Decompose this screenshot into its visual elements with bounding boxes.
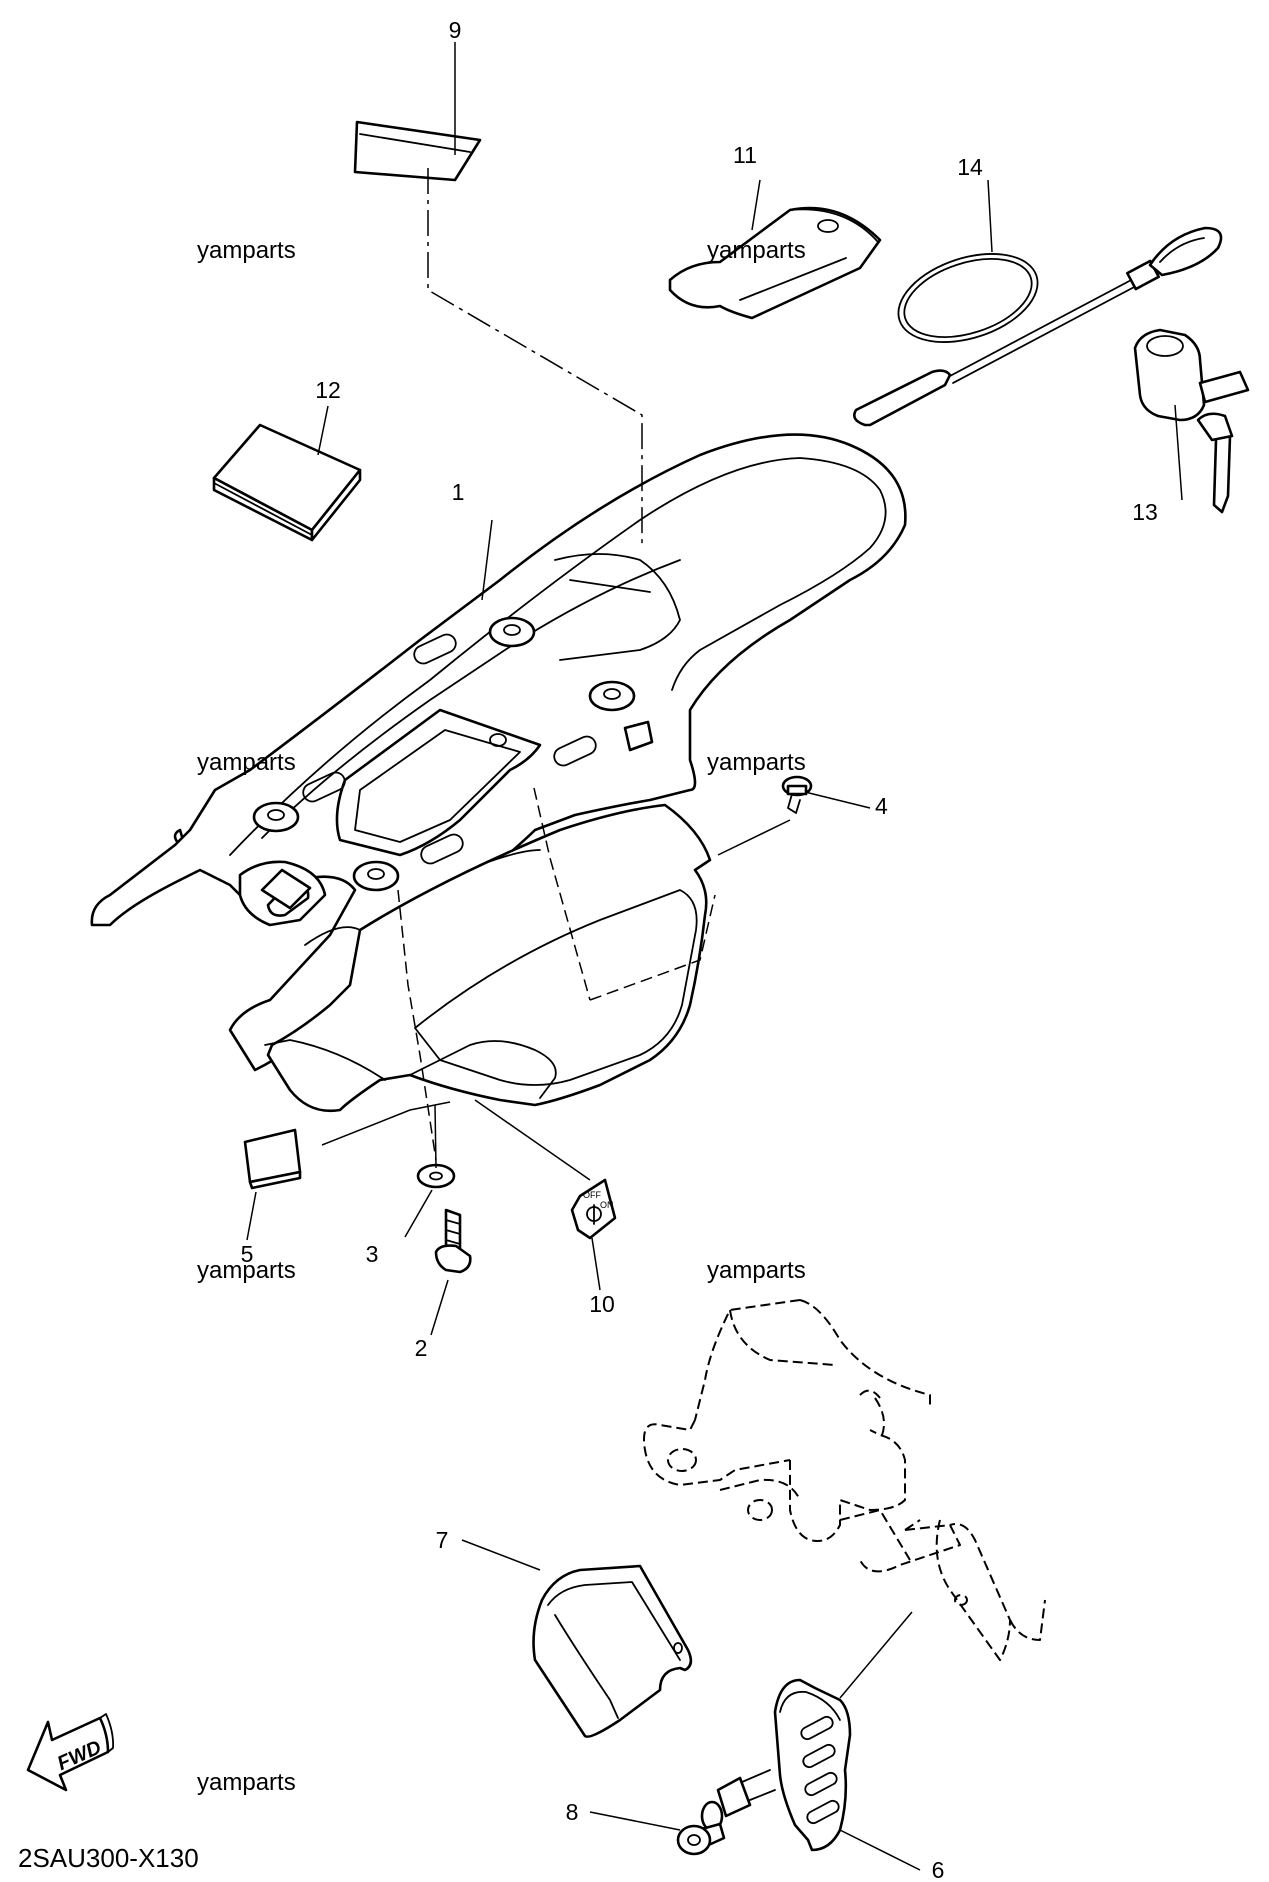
watermarks: yamparts yamparts yamparts yamparts yamp… [197,237,806,1796]
label-part-11: 11 [733,142,757,168]
label-part-8: 8 [566,1799,579,1825]
switch-on-text: ON [600,1200,614,1210]
label-part-12: 12 [315,377,341,403]
switch-off-text: OFF [583,1190,601,1200]
watermark-text: yamparts [707,237,806,264]
watermark-text: yamparts [197,749,296,776]
part-12-booklet [212,423,362,542]
part-14-cable [853,226,1223,427]
label-part-6: 6 [932,1857,945,1882]
label-part-14: 14 [957,154,983,180]
part-labels: 9 11 14 12 1 13 4 5 3 10 2 7 8 6 [241,17,1158,1882]
part-3-washer [416,1163,456,1189]
part-5-pad [243,1128,302,1190]
watermark-text: yamparts [707,1257,806,1284]
label-part-7: 7 [436,1527,449,1553]
part-4-screw [781,775,813,814]
part-8-bolt-assembly [676,1769,776,1856]
label-part-2: 2 [415,1335,428,1361]
watermark-text: yamparts [197,1769,296,1796]
part-6-cover [773,1678,852,1852]
label-part-9: 9 [449,17,462,43]
part-13-lock [1133,328,1250,514]
label-part-10: 10 [589,1291,615,1317]
label-part-3: 3 [366,1241,379,1267]
part-9-decal [353,120,482,182]
label-part-5: 5 [241,1241,254,1267]
part-2-bolt [434,1208,472,1274]
fwd-arrow-icon: FWD [26,1713,115,1792]
part-1-rear-fender [90,433,907,1113]
part-10-switch-label: OFF ON [570,1178,617,1240]
part-7-guard [532,1564,693,1738]
watermark-text: yamparts [197,237,296,264]
frame-ghost [643,1299,1046,1661]
watermark-text: yamparts [707,749,806,776]
label-part-1: 1 [452,479,465,505]
label-part-4: 4 [875,793,888,819]
part-11-pouch [668,206,882,320]
label-part-13: 13 [1132,499,1158,525]
leader-lines [246,42,1183,1871]
watermark-text: yamparts [197,1257,296,1284]
diagram-code: 2SAU300-X130 [18,1843,199,1873]
